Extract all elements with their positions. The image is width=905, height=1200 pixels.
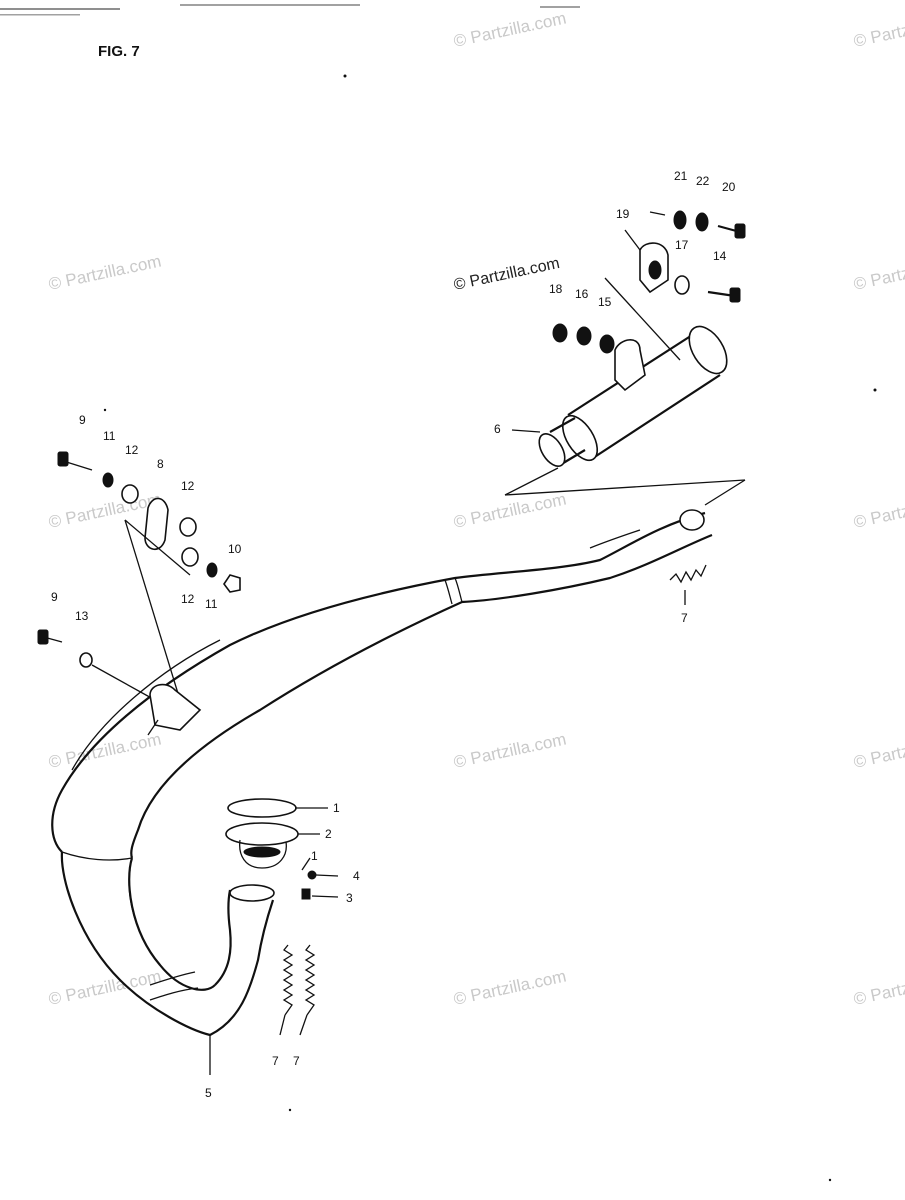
callout-3: 3 bbox=[346, 891, 353, 905]
callout-7: 7 bbox=[293, 1054, 300, 1068]
callout-19: 19 bbox=[616, 207, 630, 221]
callout-17: 17 bbox=[675, 238, 689, 252]
callout-13: 13 bbox=[75, 609, 89, 623]
chamber-inlet bbox=[229, 884, 275, 902]
callout-7: 7 bbox=[272, 1054, 279, 1068]
callout-9: 9 bbox=[79, 413, 86, 427]
callout-12: 12 bbox=[125, 443, 139, 457]
callout-7: 7 bbox=[681, 611, 688, 625]
callout-12: 12 bbox=[181, 479, 195, 493]
callout-11: 11 bbox=[103, 429, 116, 443]
watermark: © Partzilla.com bbox=[852, 967, 905, 1009]
watermark: © Partzilla.com bbox=[452, 967, 568, 1009]
watermark: © Partzilla.com bbox=[452, 9, 568, 51]
callout-16: 16 bbox=[575, 287, 589, 301]
gasket-parts bbox=[225, 798, 339, 900]
callout-10: 10 bbox=[228, 542, 242, 556]
watermark-grid: © Partzilla.com © Partzilla.com © Partzi… bbox=[47, 9, 905, 1009]
callout-1: 1 bbox=[311, 849, 318, 863]
watermark-dark: © Partzilla.com bbox=[452, 255, 561, 294]
spring-parts bbox=[279, 564, 707, 1036]
watermark: © Partzilla.com bbox=[47, 252, 163, 294]
callout-8: 8 bbox=[157, 457, 164, 471]
callout-11: 11 bbox=[205, 597, 218, 611]
callout-1: 1 bbox=[333, 801, 340, 815]
callout-22: 22 bbox=[696, 174, 710, 188]
expansion-chamber bbox=[51, 509, 713, 1075]
callout-18: 18 bbox=[549, 282, 563, 296]
callout-14: 14 bbox=[713, 249, 727, 263]
callout-15: 15 bbox=[598, 295, 612, 309]
callout-9: 9 bbox=[51, 590, 58, 604]
chamber-outlet bbox=[679, 509, 705, 531]
watermark: © Partzilla.com bbox=[852, 490, 905, 532]
callout-6: 6 bbox=[494, 422, 501, 436]
watermark: © Partzilla.com bbox=[852, 9, 905, 51]
watermark: © Partzilla.com bbox=[452, 730, 568, 772]
callout-5: 5 bbox=[205, 1086, 212, 1100]
callout-20: 20 bbox=[722, 180, 736, 194]
callout-2: 2 bbox=[325, 827, 332, 841]
callout-4: 4 bbox=[353, 869, 360, 883]
silencer bbox=[504, 211, 746, 506]
watermark: © Partzilla.com bbox=[852, 252, 905, 294]
callout-21: 21 bbox=[674, 169, 688, 183]
scan-noise bbox=[0, 4, 877, 1182]
figure-label: FIG. 7 bbox=[98, 43, 140, 60]
bracket-cluster-left bbox=[37, 451, 241, 736]
callout-labels: 1 1 2 3 4 5 6 7 7 7 8 9 9 10 11 11 12 12… bbox=[51, 169, 736, 1100]
watermark: © Partzilla.com bbox=[452, 490, 568, 532]
mount-hardware-right bbox=[552, 210, 746, 354]
callout-12: 12 bbox=[181, 592, 195, 606]
watermark: © Partzilla.com bbox=[852, 730, 905, 772]
